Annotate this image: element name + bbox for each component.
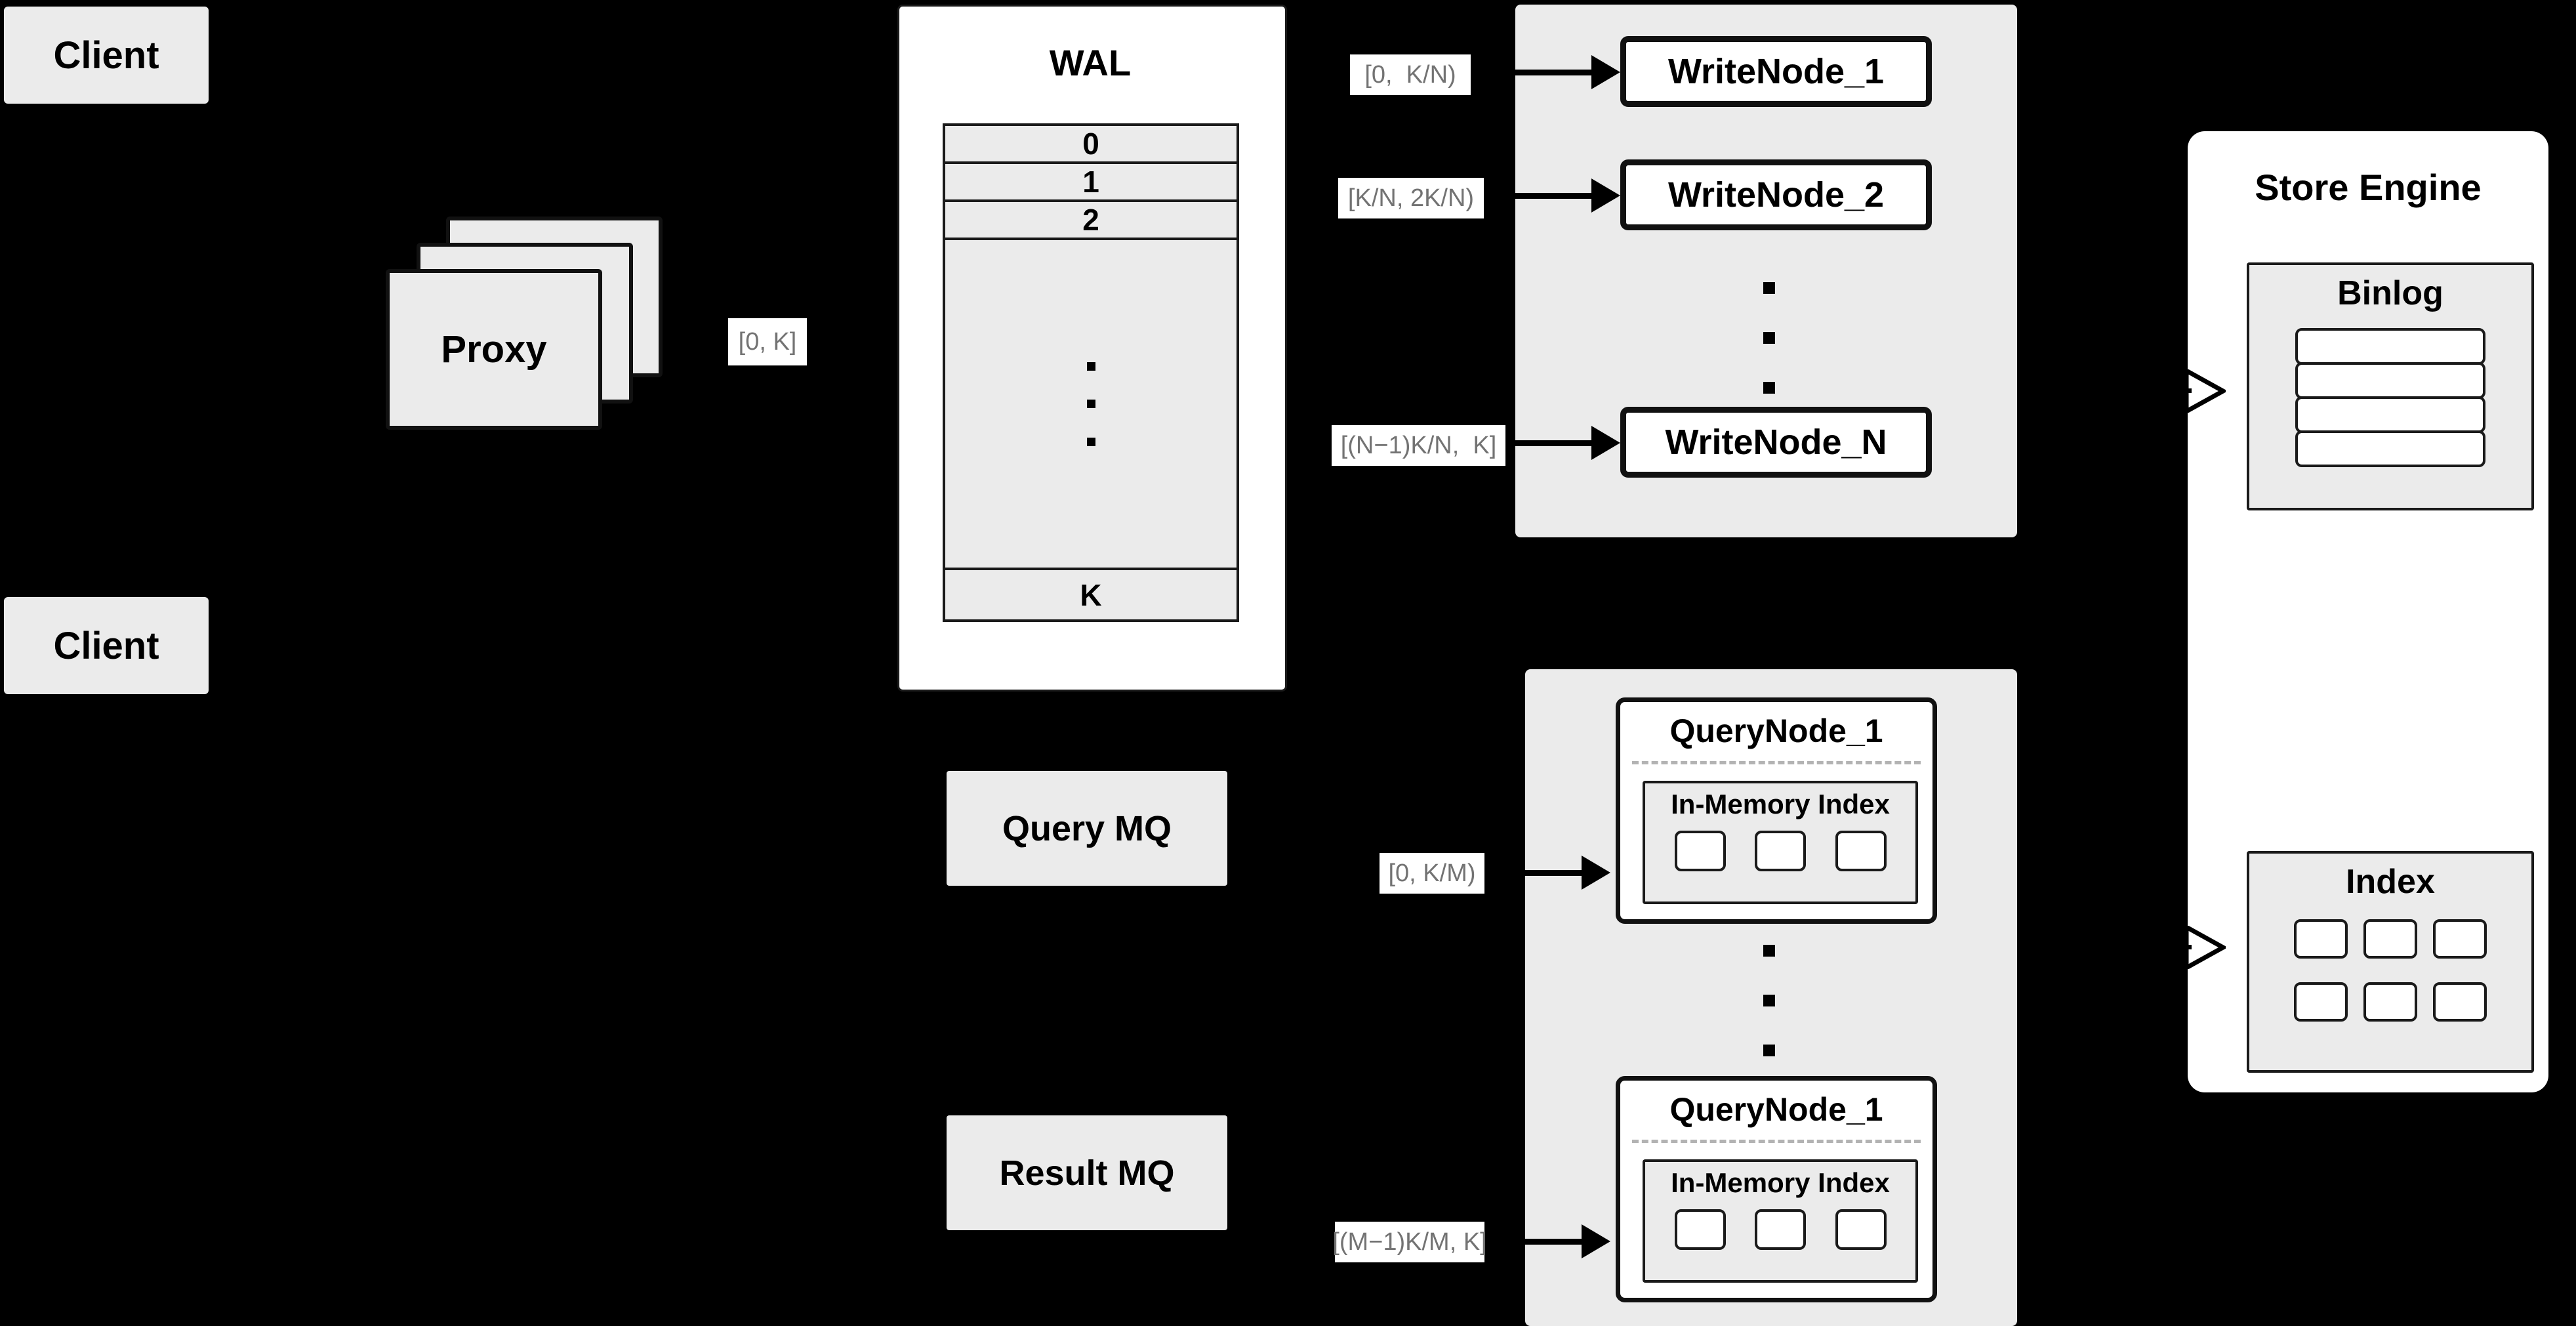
query-mq-label: Query MQ [1002,808,1172,848]
wal-row-ellipsis [945,240,1237,570]
query-node-1-index-slot[interactable] [1835,831,1887,871]
query-node-1-arrow-line [1486,870,1588,876]
proxy-card-front[interactable]: Proxy [386,269,602,430]
write-node-2-arrow-head-icon [1591,178,1620,213]
query-node-m-index-slot[interactable] [1674,1209,1726,1250]
query-node-1-index-slot[interactable] [1674,831,1726,871]
write-node-2-arrow-line [1486,193,1598,199]
write-node-n[interactable]: WriteNode_N [1620,407,1932,478]
index-slot[interactable] [2294,982,2348,1022]
query-node-m-index-slot[interactable] [1835,1209,1887,1250]
index-slot[interactable] [2363,919,2417,959]
client-label-2: Client [53,624,159,667]
write-node-1[interactable]: WriteNode_1 [1620,36,1932,107]
store-engine-title: Store Engine [2255,166,2482,208]
query-node-1-divider [1632,761,1921,764]
query-node-1-in-memory-index: In-Memory Index [1643,781,1918,904]
write-node-1-arrow-head-icon [1591,55,1620,89]
index-section: Index [2247,851,2534,1073]
write-node-n-arrow-head-icon [1591,426,1620,460]
binlog-arrow-line [2152,388,2192,393]
wal-title: WAL [1049,41,1132,83]
query-node-m-range-label: [(M−1)K/M, K] [1332,1222,1487,1262]
proxy-range-label: [0, K] [728,318,807,365]
query-cluster-vertical-ellipsis-icon [1763,945,1775,1056]
write-node-2-range-label: [K/N, 2K/N) [1338,178,1484,218]
wal-row-2: 2 [945,202,1237,240]
index-slot[interactable] [2294,919,2348,959]
query-node-1-index-slot[interactable] [1755,831,1806,871]
write-node-1-arrow-line [1486,70,1598,75]
query-node-1-in-memory-index-label: In-Memory Index [1671,789,1890,819]
query-node-m[interactable]: QueryNode_1 In-Memory Index [1616,1076,1937,1302]
binlog-arrow-head-icon [2185,369,2226,413]
query-node-1[interactable]: QueryNode_1 In-Memory Index [1616,697,1937,924]
index-arrow-line [2152,945,2192,949]
query-node-m-in-memory-index: In-Memory Index [1643,1159,1918,1283]
query-mq-box[interactable]: Query MQ [947,771,1227,886]
wal-row-k: K [1080,577,1102,612]
index-arrow-head-icon [2185,926,2226,969]
index-slot[interactable] [2363,982,2417,1022]
query-node-1-arrow-head-icon [1582,856,1610,890]
write-node-1-label: WriteNode_1 [1667,52,1885,91]
index-slot[interactable] [2433,982,2487,1022]
result-mq-box[interactable]: Result MQ [947,1115,1227,1230]
write-cluster-vertical-ellipsis-icon [1763,282,1775,394]
binlog-entry[interactable] [2295,396,2485,433]
wal-row-list: 0 1 2 K [943,123,1239,622]
query-node-m-arrow-head-icon [1582,1224,1610,1258]
write-node-n-label: WriteNode_N [1665,423,1887,462]
binlog-entry[interactable] [2295,328,2485,365]
binlog-section: Binlog [2247,262,2534,510]
binlog-entry[interactable] [2295,362,2485,399]
query-node-m-title: QueryNode_1 [1669,1091,1883,1128]
binlog-label: Binlog [2337,274,2443,312]
query-node-m-in-memory-index-label: In-Memory Index [1671,1167,1890,1198]
query-node-m-index-slot[interactable] [1755,1209,1806,1250]
wal-row-1: 1 [945,164,1237,202]
index-slot[interactable] [2433,919,2487,959]
query-node-1-range-label: [0, K/M) [1380,853,1484,894]
client-box-2[interactable]: Client [4,597,209,694]
query-node-1-title: QueryNode_1 [1669,713,1883,749]
query-node-m-arrow-line [1486,1239,1588,1245]
wal-row-0: 0 [945,126,1237,164]
write-node-n-range-label: [(N−1)K/N, K] [1332,425,1505,466]
client-label-1: Client [53,33,159,77]
binlog-entry[interactable] [2295,430,2485,467]
index-label: Index [2346,863,2435,901]
write-node-1-range-label: [0, K/N) [1350,54,1471,95]
write-node-2[interactable]: WriteNode_2 [1620,159,1932,230]
write-node-2-label: WriteNode_2 [1667,175,1885,215]
query-node-m-divider [1632,1140,1921,1143]
result-mq-label: Result MQ [999,1153,1175,1193]
write-node-n-arrow-line [1506,440,1598,446]
client-box-1[interactable]: Client [4,7,209,104]
wal-vertical-ellipsis-icon [1086,362,1095,446]
proxy-label: Proxy [441,328,547,371]
